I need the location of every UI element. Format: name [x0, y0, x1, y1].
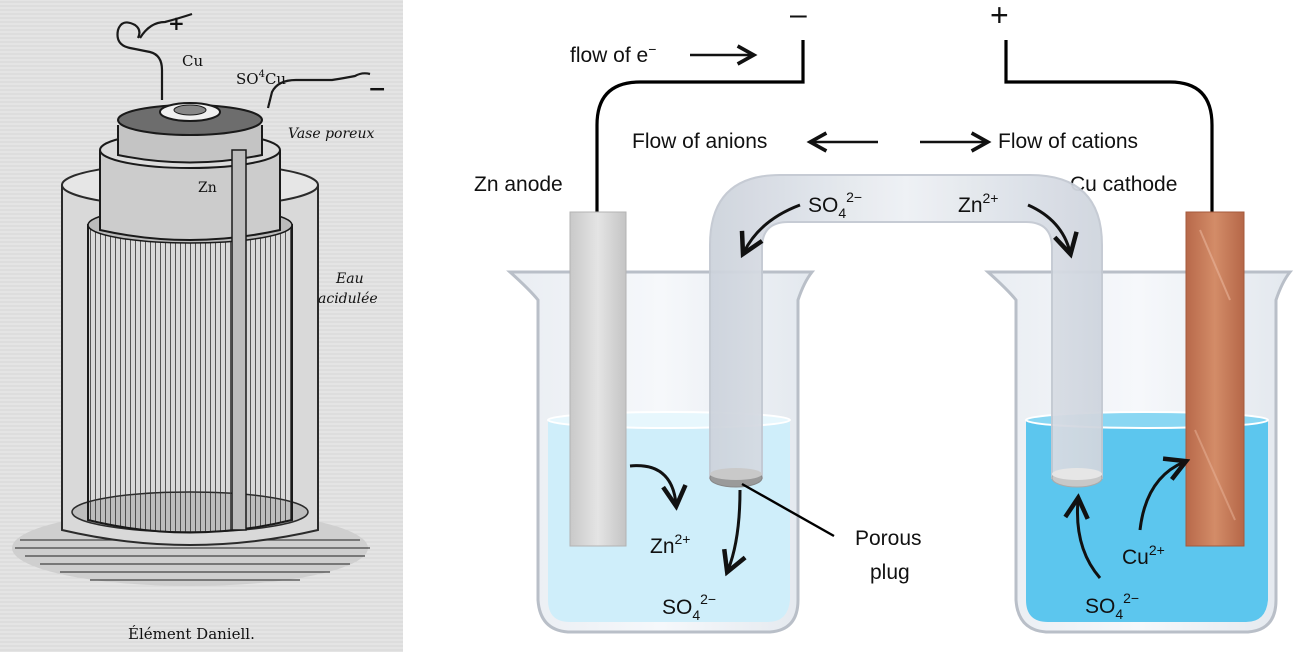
anion-flow-label: Flow of anions	[632, 130, 767, 153]
right-cu-ion-label: Cu2+	[1122, 542, 1165, 569]
anode-label: Zn anode	[474, 173, 563, 196]
porous-plug-callout-line	[741, 482, 835, 538]
bridge-anion-arrow	[744, 203, 801, 252]
external-wire	[595, 40, 805, 215]
engraving-eau-label: Eau	[335, 271, 364, 287]
engraving-wires	[116, 12, 371, 109]
engraving-caption: Élément Daniell.	[128, 625, 255, 643]
left-beaker	[506, 270, 816, 634]
electron-flow-label: flow of e−	[570, 41, 656, 67]
galvanic-cell-diagram: – + flow of e− Flow of anions Flow of ca…	[474, 0, 1294, 634]
engraving-zn-label: Zn	[198, 180, 217, 196]
daniell-engraving: + − Cu SO4Cu Zn Vase poreux Eau acidulée…	[0, 0, 403, 652]
engraving-plus-label: +	[168, 11, 185, 35]
bridge-so4-label: SO42−	[808, 189, 862, 221]
engraving-acidulee-label: acidulée	[318, 291, 378, 307]
porous-plug-label-line1: Porous	[855, 527, 922, 550]
porous-vase	[99, 102, 281, 531]
bridge-zn-label: Zn2+	[958, 190, 998, 217]
cu-ion-deposit-arrow	[1138, 462, 1184, 531]
zinc-anode	[569, 211, 627, 547]
cation-flow-label: Flow of cations	[998, 130, 1138, 153]
left-sulfate-arrow	[728, 489, 740, 570]
salt-bridge	[709, 174, 1103, 488]
left-zn-ion-label: Zn2+	[650, 531, 690, 558]
porous-plug-label-line2: plug	[870, 561, 910, 584]
copper-cylinder	[87, 206, 293, 534]
right-beaker	[984, 270, 1294, 634]
zn-ion-release-arrow	[629, 464, 676, 504]
engraving-vase-label: Vase poreux	[288, 126, 374, 142]
engraving-so4cu-label: SO4Cu	[236, 69, 286, 88]
terminal-plus-label: +	[990, 0, 1009, 33]
left-so4-ion-label: SO42−	[662, 591, 716, 623]
engraving-minus-label: −	[368, 76, 386, 102]
cathode-label: Cu cathode	[1070, 173, 1177, 196]
terminal-minus-label: –	[790, 0, 807, 31]
bridge-cation-arrow	[1027, 203, 1070, 252]
right-so4-ion-label: SO42−	[1085, 590, 1139, 622]
right-sulfate-arrow	[1077, 500, 1102, 579]
copper-cathode	[1185, 211, 1245, 547]
external-wire-right	[1004, 40, 1214, 215]
engraving-cu-label: Cu	[182, 52, 203, 70]
